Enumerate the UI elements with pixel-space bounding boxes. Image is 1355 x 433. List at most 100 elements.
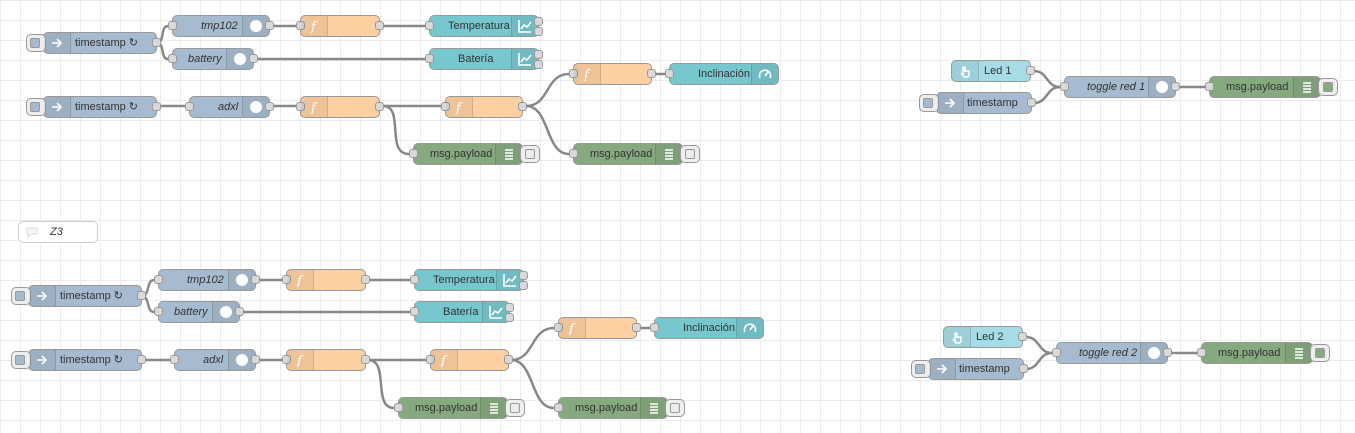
gauge-node-inclinacion[interactable]: Inclinación [665,63,779,85]
input-port[interactable] [410,275,419,284]
actuator-node-toggle-red-2[interactable]: toggle red 2 [1052,342,1172,364]
inject-trigger-button[interactable] [26,34,46,52]
inject-trigger-button[interactable] [911,360,931,378]
inject-node-timestamp[interactable]: timestamp ↻ [11,285,146,307]
debug-toggle-button[interactable] [505,399,525,417]
wire[interactable] [525,72,570,108]
wire[interactable] [1033,69,1061,89]
chart-node-temperatura[interactable]: Temperatura [410,269,528,291]
sensor-node-battery[interactable]: battery [154,301,244,323]
sensor-node-tmp102[interactable]: tmp102 [168,15,274,37]
input-port[interactable] [170,355,179,364]
input-port[interactable] [394,403,403,412]
inject-trigger-button[interactable] [11,351,31,369]
output-port[interactable] [1163,348,1172,357]
input-port[interactable] [168,21,177,30]
inject-trigger-button[interactable] [11,287,31,305]
wire[interactable] [1033,85,1061,105]
input-port[interactable] [1052,348,1061,357]
input-port[interactable] [1205,82,1214,91]
output-port[interactable] [1026,66,1035,75]
output-port[interactable] [534,17,543,26]
debug-node[interactable]: msg.payload [554,397,685,419]
output-port[interactable] [519,271,528,280]
input-port[interactable] [665,69,674,78]
inject-trigger-button[interactable] [26,98,46,116]
input-port[interactable] [1197,348,1206,357]
output-port[interactable] [361,275,370,284]
output-port[interactable] [632,323,641,332]
debug-toggle-button[interactable] [520,145,540,163]
output-port[interactable] [152,38,161,47]
output-port[interactable] [235,307,244,316]
wire[interactable] [1025,335,1053,355]
input-port[interactable] [554,403,563,412]
debug-node[interactable]: msg.payload [394,397,525,419]
input-port[interactable] [569,69,578,78]
input-port[interactable] [296,21,305,30]
input-port[interactable] [425,54,434,63]
sensor-node-tmp102[interactable]: tmp102 [154,269,260,291]
function-node[interactable]: f [569,63,656,85]
inject-node-timestamp[interactable]: timestamp [919,92,1036,114]
output-port[interactable] [518,102,527,111]
inject-node-timestamp[interactable]: timestamp ↻ [26,32,161,54]
input-port[interactable] [154,307,163,316]
output-port[interactable] [534,50,543,59]
debug-toggle-button[interactable] [680,145,700,163]
sensor-node-battery[interactable]: battery [168,48,258,70]
input-port[interactable] [554,323,563,332]
input-port[interactable] [185,102,194,111]
wire[interactable] [1025,351,1053,371]
wire[interactable] [525,104,570,156]
function-node[interactable]: f [282,349,370,371]
sensor-node-adxl[interactable]: adxl [170,349,260,371]
chart-node-temperatura[interactable]: Temperatura [425,15,543,37]
output-port[interactable] [1019,364,1028,373]
comment-node[interactable]: Z3 [18,221,98,243]
output-port[interactable] [1018,332,1027,341]
input-port[interactable] [1060,82,1069,91]
output-port[interactable] [249,54,258,63]
button-node-led2[interactable]: Led 2 [943,326,1027,348]
debug-node[interactable]: msg.payload [569,143,700,165]
inject-node-timestamp[interactable]: timestamp [911,358,1028,380]
output-port[interactable] [152,102,161,111]
output-port[interactable] [251,275,260,284]
actuator-node-toggle-red-1[interactable]: toggle red 1 [1060,76,1180,98]
sensor-node-adxl[interactable]: adxl [185,96,274,118]
wire[interactable] [510,358,555,410]
debug-node[interactable]: msg.payload [1205,76,1338,98]
wire[interactable] [510,326,555,362]
output-port[interactable] [1027,98,1036,107]
output-port[interactable] [534,60,543,69]
input-port[interactable] [426,355,435,364]
input-port[interactable] [282,355,291,364]
output-port[interactable] [504,355,513,364]
inject-node-timestamp[interactable]: timestamp ↻ [11,349,146,371]
debug-node[interactable]: msg.payload [1197,342,1330,364]
input-port[interactable] [650,323,659,332]
output-port[interactable] [251,355,260,364]
button-node-led1[interactable]: Led 1 [951,60,1035,82]
chart-node-bateria[interactable]: Batería [410,301,514,323]
input-port[interactable] [409,149,418,158]
output-port[interactable] [361,355,370,364]
output-port[interactable] [505,313,514,322]
input-port[interactable] [296,102,305,111]
input-port[interactable] [282,275,291,284]
output-port[interactable] [137,291,146,300]
debug-toggle-button[interactable] [1318,78,1338,96]
gauge-node-inclinacion[interactable]: Inclinación [650,317,764,339]
input-port[interactable] [569,149,578,158]
debug-toggle-button[interactable] [1310,344,1330,362]
output-port[interactable] [265,21,274,30]
output-port[interactable] [505,303,514,312]
output-port[interactable] [265,102,274,111]
wire[interactable] [382,104,410,156]
inject-trigger-button[interactable] [919,94,939,112]
output-port[interactable] [534,27,543,36]
output-port[interactable] [647,69,656,78]
input-port[interactable] [154,275,163,284]
function-node[interactable]: f [554,317,641,339]
